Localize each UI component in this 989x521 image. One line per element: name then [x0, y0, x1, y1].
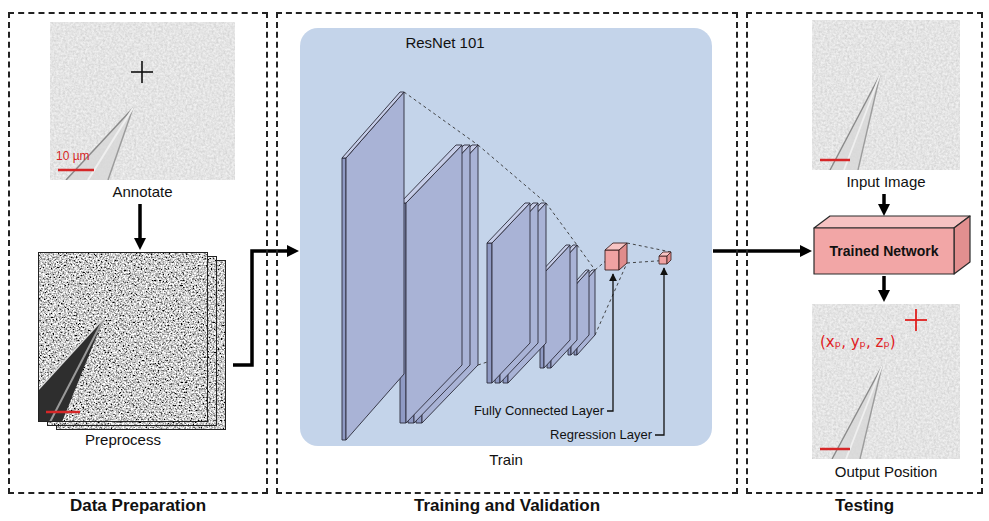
predicted-cross: [905, 309, 927, 331]
receptive-lines-part: [546, 203, 577, 245]
panel-title: Testing: [748, 496, 981, 516]
network-box: ResNet 101Train: [300, 28, 712, 446]
pipette-part: [830, 75, 880, 170]
pipette-part: [88, 108, 133, 180]
conv-layers-part: [342, 92, 404, 158]
microscope-image: [812, 20, 960, 170]
stage-panel: Testing Input Image Trained Network: [746, 12, 983, 494]
leader-lines-part: [607, 274, 613, 411]
panel-title: Training and Validation: [278, 496, 736, 516]
microscope-image: [812, 304, 960, 459]
preprocessed-image-part: [38, 318, 104, 390]
image-ground: [50, 22, 235, 180]
image-caption: Annotate: [50, 183, 235, 200]
conv-layers-part: [342, 158, 346, 440]
receptive-lines-part: [577, 245, 595, 270]
receptive-lines-part: [404, 92, 478, 145]
pipette: [832, 366, 882, 459]
preprocessed-image-part: [46, 411, 80, 414]
image-ground: [812, 20, 960, 170]
flow-arrow: [138, 204, 142, 244]
scale-bar-part: [58, 169, 94, 172]
image-ground-part: [812, 20, 960, 170]
image-stack-node: Preprocess: [38, 252, 232, 452]
flow-arrow: [882, 194, 886, 210]
pipette: [830, 75, 880, 170]
network-title: ResNet 101: [380, 34, 510, 51]
scale-bar-part: [820, 159, 850, 162]
block-faces-part: [954, 216, 970, 274]
pipette-part: [832, 366, 882, 459]
conv-layers-part: [487, 243, 492, 383]
conv-layers-part: [400, 145, 462, 203]
image-node: (xₚ, yₚ, zₚ) Output Position: [812, 304, 960, 484]
preprocessed-image: [38, 252, 208, 422]
scale-bar: [820, 449, 850, 450]
flow-arrow: [882, 276, 886, 296]
conv-layers-part: [487, 203, 530, 243]
receptive-lines-part: [595, 243, 627, 270]
preprocessed-image-part: [38, 252, 208, 422]
fully-connected-block-part: [605, 243, 627, 250]
block-faces: [814, 216, 970, 274]
image-caption: Input Image: [812, 173, 960, 190]
regression-block-part: [659, 252, 671, 256]
leader-lines: [607, 268, 664, 435]
pipette-part: [830, 75, 880, 170]
block-label: Trained Network: [814, 228, 954, 274]
receptive-lines-part: [595, 263, 627, 335]
panel-title: Data Preparation: [10, 496, 266, 516]
pipette-part: [846, 366, 882, 459]
conv-layers-part: [544, 245, 570, 368]
network-block-node: Trained Network: [806, 214, 976, 280]
pipette-part: [108, 108, 133, 180]
resnet-illustration: [300, 28, 712, 446]
coordinate-label: (xₚ, yₚ, zₚ): [820, 334, 896, 351]
image-ground: [812, 304, 960, 459]
scale-bar-part: [820, 448, 850, 451]
image-node: Input Image: [812, 20, 960, 192]
block-faces-part: [814, 228, 954, 274]
layer-callout: Regression Layer: [550, 427, 652, 443]
pipette-part: [832, 366, 882, 459]
conv-layers-part: [406, 145, 462, 423]
block-faces-part: [814, 216, 970, 228]
preprocessed-image-part: [50, 318, 104, 422]
scale-label: 10 µm: [56, 150, 90, 164]
flow-arrow: [233, 251, 293, 365]
step-label: Train: [300, 451, 712, 468]
image-ground-part: [50, 22, 235, 180]
image-node: 10 µm Annotate: [50, 22, 235, 202]
regression-block-part: [659, 256, 667, 264]
image-ground-part: [812, 304, 960, 459]
conv-layers: [342, 92, 595, 440]
image-stack: [38, 252, 232, 430]
receptive-lines-part: [627, 243, 671, 252]
preprocessed-image-part: [39, 253, 208, 422]
preprocessed-image-part: [38, 318, 104, 422]
scale-bar: [820, 160, 850, 161]
layer-callout: Fully Connected Layer: [474, 403, 604, 419]
pipette-part: [844, 75, 880, 170]
image-caption: Preprocess: [38, 431, 208, 448]
fully-connected-block-part: [605, 250, 619, 270]
leader-lines-part: [655, 268, 664, 435]
stage-panel: Training and Validation: [276, 12, 738, 494]
predicted-cross-part: [915, 309, 917, 331]
image-caption: Output Position: [812, 463, 960, 480]
annotation-cross-part: [141, 61, 143, 83]
flow-arrow: [713, 249, 806, 253]
regression-block: [659, 252, 671, 264]
annotation-cross: [131, 61, 153, 83]
scale-bar: [58, 170, 94, 171]
fully-connected-block: [605, 243, 627, 270]
conv-layers-part: [492, 203, 530, 383]
receptive-lines-part: [478, 145, 546, 203]
stage-panel: Data Preparation 10 µmAnnotate: [8, 12, 268, 494]
